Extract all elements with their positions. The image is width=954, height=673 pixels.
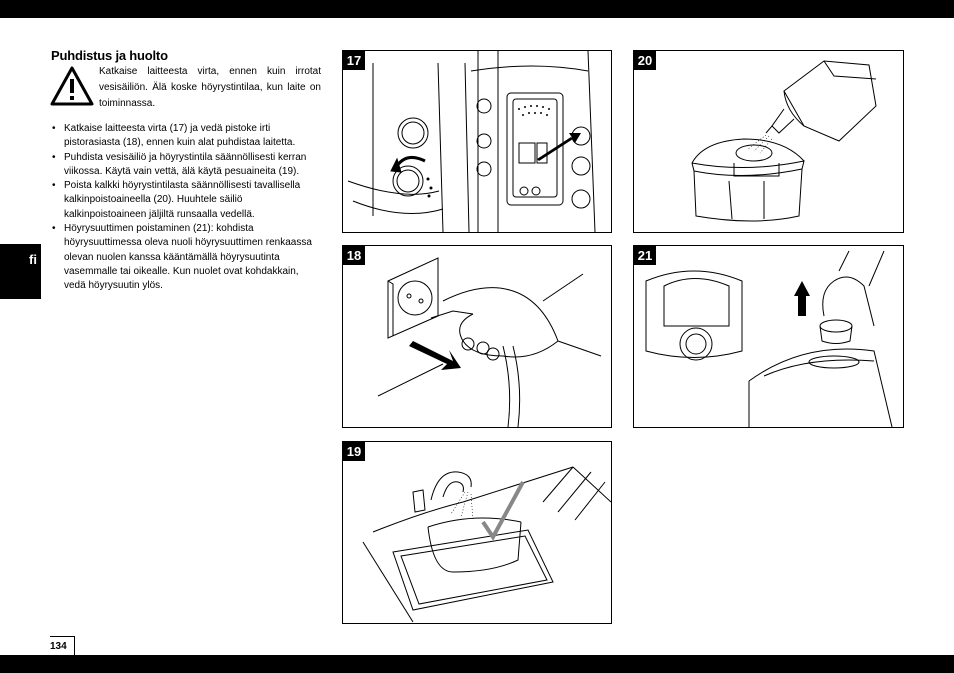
top-bar	[0, 0, 954, 18]
list-item: Höyrysuuttimen poistaminen (21): kohdist…	[51, 222, 323, 293]
rinsing-illustration	[362, 466, 611, 623]
list-item: Poista kalkki höyrystintilasta säännölli…	[51, 179, 323, 222]
figure-number: 20	[634, 51, 656, 70]
language-tab-label: fi	[29, 252, 37, 267]
figure-number: 18	[343, 246, 365, 265]
list-item: Puhdista vesisäiliö ja höyrystintila sää…	[51, 151, 323, 180]
warning-icon	[50, 66, 94, 106]
figure-number: 17	[343, 51, 365, 70]
humidifier-controls-illustration	[347, 51, 596, 232]
unplug-illustration	[377, 257, 602, 427]
page-number: 134	[50, 636, 75, 655]
figure-20: 20	[633, 50, 904, 233]
warning-text: Katkaise laitteesta virta, ennen kuin ir…	[99, 66, 321, 109]
descaling-illustration	[691, 60, 877, 222]
figure-21: 21	[633, 245, 904, 428]
list-item: Katkaise laitteesta virta (17) ja vedä p…	[51, 122, 323, 151]
language-tab: fi	[0, 244, 41, 299]
figure-19: 19	[342, 441, 612, 624]
section-heading: Puhdistus ja huolto	[51, 48, 168, 63]
instruction-list: Katkaise laitteesta virta (17) ja vedä p…	[51, 122, 323, 294]
figure-number: 21	[634, 246, 656, 265]
figure-17: 17	[342, 50, 612, 233]
figure-18: 18	[342, 245, 612, 428]
bottom-bar	[0, 655, 954, 673]
figure-number: 19	[343, 442, 365, 461]
steam-nozzle-removal-illustration	[645, 250, 893, 427]
